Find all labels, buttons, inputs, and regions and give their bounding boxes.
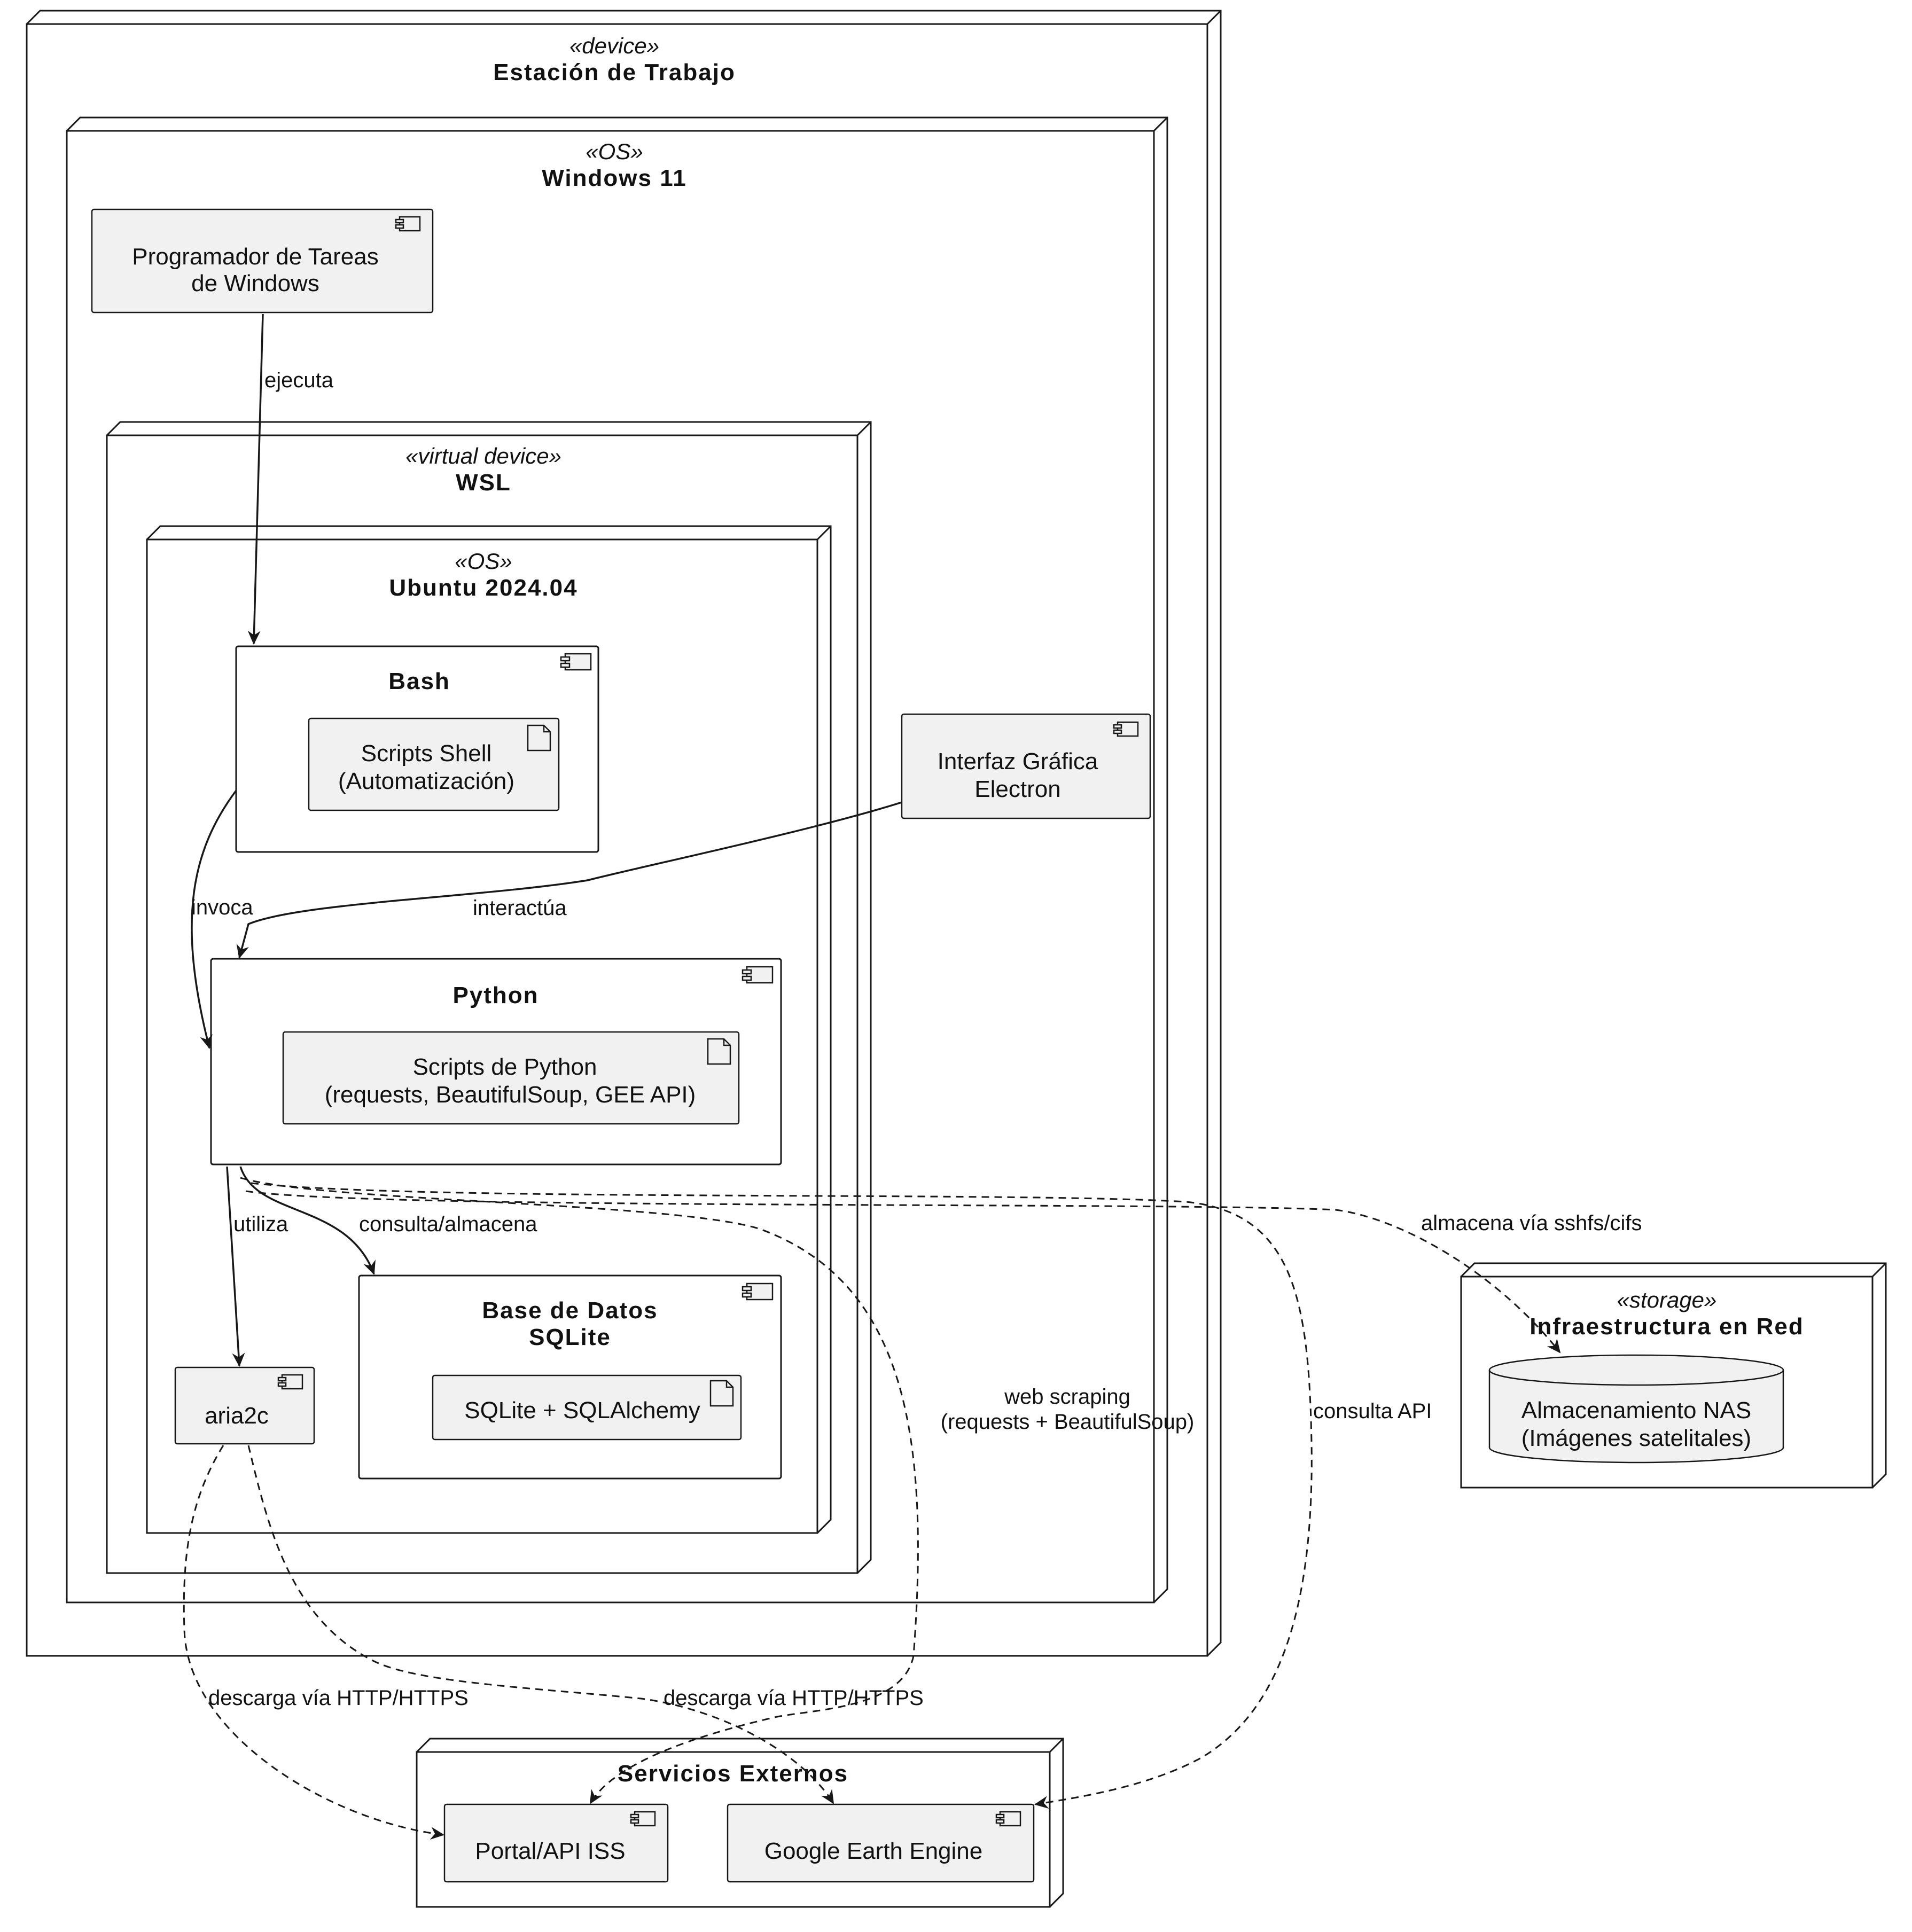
task-scheduler-label-2: de Windows (191, 270, 319, 296)
windows-stereotype: «OS» (586, 139, 643, 164)
bash-title: Bash (388, 668, 450, 694)
aria2c-label: aria2c (205, 1403, 269, 1429)
edge-utiliza: utiliza (226, 1166, 288, 1367)
edge-ejecuta-label: ejecuta (264, 369, 334, 392)
database-nas[interactable]: Almacenamiento NAS (Imágenes satelitales… (1488, 1354, 1784, 1464)
component-google-earth-engine[interactable]: Google Earth Engine (727, 1803, 1035, 1883)
edge-almacena-nas-label: almacena vía sshfs/cifs (1421, 1211, 1642, 1235)
edge-descarga-iss-label: descarga vía HTTP/HTTPS (208, 1686, 469, 1710)
component-icon (630, 1811, 656, 1827)
component-icon (1113, 721, 1139, 737)
edge-web-scraping-label-2: (requests + BeautifulSoup) (941, 1410, 1195, 1434)
edge-interactua: interactúa (236, 801, 902, 959)
python-title: Python (452, 982, 539, 1008)
shell-scripts-label-2: (Automatización) (338, 768, 514, 794)
task-scheduler-label-1: Programador de Tareas (132, 244, 378, 270)
wsl-stereotype: «virtual device» (405, 443, 561, 468)
ubuntu-stereotype: «OS» (455, 549, 512, 574)
python-scripts-label-2: (requests, BeautifulSoup, GEE API) (325, 1082, 696, 1108)
edge-invoca-label: invoca (191, 896, 253, 919)
network-title: Infraestructura en Red (1529, 1313, 1804, 1340)
component-icon (742, 966, 774, 984)
component-icon (395, 216, 421, 232)
component-gui-electron[interactable]: Interfaz Gráfica Electron (901, 713, 1151, 819)
edge-consulta-api-label: consulta API (1313, 1399, 1432, 1423)
edge-interactua-label: interactúa (473, 896, 567, 920)
artifact-sqlite[interactable]: SQLite + SQLAlchemy (432, 1374, 742, 1441)
edge-descarga-gee: descarga vía HTTP/HTTPS (247, 1445, 924, 1804)
edge-almacena-nas: almacena vía sshfs/cifs (245, 1190, 1642, 1354)
edge-web-scraping-label-1: web scraping (1004, 1385, 1130, 1409)
edge-descarga-gee-label: descarga vía HTTP/HTTPS (664, 1686, 924, 1710)
artifact-python-scripts[interactable]: Scripts de Python (requests, BeautifulSo… (282, 1031, 740, 1125)
gui-label-1: Interfaz Gráfica (938, 748, 1098, 775)
edge-invoca: invoca (191, 789, 253, 1049)
external-title: Servicios Externos (618, 1761, 848, 1787)
windows-title: Windows 11 (542, 165, 686, 191)
gui-label-2: Electron (974, 776, 1060, 802)
artifact-icon (709, 1380, 734, 1407)
component-iss-portal[interactable]: Portal/API ISS (443, 1803, 669, 1883)
nas-label-1: Almacenamiento NAS (1521, 1397, 1751, 1423)
component-aria2c[interactable]: aria2c (174, 1366, 315, 1445)
edge-consulta-api: consulta API (251, 1182, 1432, 1809)
network-stereotype: «storage» (1617, 1287, 1717, 1312)
edge-ejecuta: ejecuta (247, 314, 334, 645)
component-task-scheduler[interactable]: Programador de Tareas de Windows (91, 208, 434, 314)
component-icon (560, 653, 592, 671)
artifact-icon (707, 1038, 731, 1065)
edge-descarga-iss: descarga vía HTTP/HTTPS (183, 1445, 469, 1840)
edge-web-scraping: web scraping (requests + BeautifulSoup) (240, 1177, 1195, 1804)
database-title-2: SQLite (529, 1324, 611, 1350)
sqlite-label: SQLite + SQLAlchemy (464, 1397, 700, 1423)
workstation-title: Estación de Trabajo (493, 59, 736, 85)
wsl-title: WSL (456, 470, 511, 496)
component-icon (277, 1374, 303, 1390)
shell-scripts-label-1: Scripts Shell (361, 740, 492, 766)
edge-utiliza-label: utiliza (233, 1213, 288, 1236)
python-scripts-label-1: Scripts de Python (413, 1054, 597, 1080)
component-icon (742, 1282, 774, 1301)
workstation-stereotype: «device» (569, 33, 659, 58)
artifact-icon (527, 724, 551, 752)
component-icon (995, 1811, 1021, 1827)
edge-consulta-almacena-label: consulta/almacena (359, 1213, 537, 1236)
ubuntu-title: Ubuntu 2024.04 (389, 575, 577, 601)
database-title-1: Base de Datos (482, 1297, 658, 1324)
iss-portal-label: Portal/API ISS (475, 1838, 625, 1864)
edge-consulta-almacena: consulta/almacena (239, 1166, 537, 1275)
nas-label-2: (Imágenes satelitales) (1521, 1425, 1751, 1451)
artifact-shell-scripts[interactable]: Scripts Shell (Automatización) (308, 717, 560, 811)
gee-label: Google Earth Engine (764, 1838, 983, 1864)
